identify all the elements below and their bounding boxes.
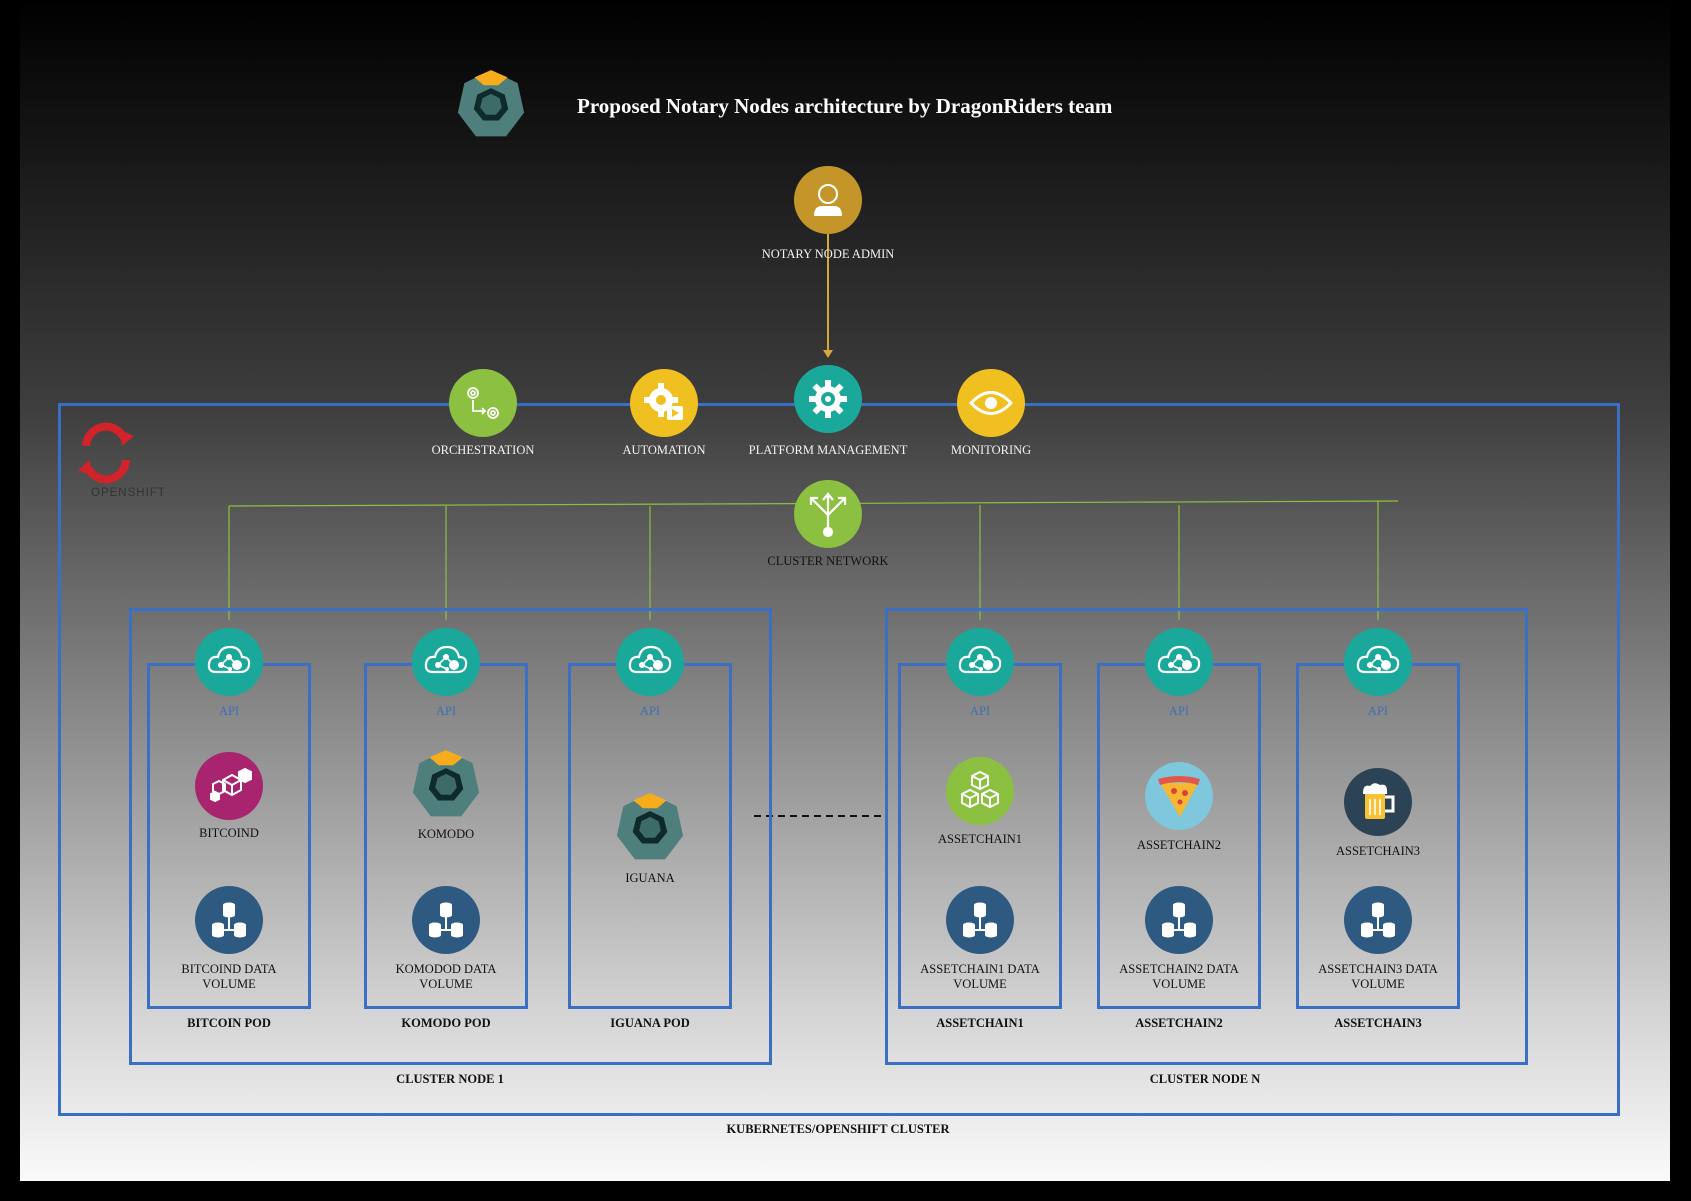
- assetchain2-pod-label: ASSETCHAIN2: [1135, 1016, 1223, 1030]
- komodo-api-label: API: [435, 704, 457, 718]
- admin-label: NOTARY NODE ADMIN: [761, 247, 895, 261]
- assetchain1-volume-database-icon: [946, 886, 1014, 954]
- assetchain2-volume-label: ASSETCHAIN2 DATA VOLUME: [1119, 962, 1239, 991]
- bitcoin-pod-label: BITCOIN POD: [187, 1016, 271, 1030]
- bitcoin-volume-database-icon: [195, 886, 263, 954]
- openshift-logo-text: OPENSHIFT: [91, 487, 166, 499]
- orchestration-icon: [449, 369, 517, 437]
- admin-user-icon: [794, 166, 862, 234]
- platform-management-label: PLATFORM MANAGEMENT: [748, 443, 908, 457]
- cluster-label: KUBERNETES/OPENSHIFT CLUSTER: [726, 1122, 950, 1136]
- assetchain3-beer-icon: [1344, 768, 1412, 836]
- platform-management-gear-icon: [794, 365, 862, 433]
- assetchain3-app-label: ASSETCHAIN3: [1335, 844, 1421, 858]
- assetchain1-api-cloud-icon: [946, 628, 1014, 696]
- monitoring-eye-icon: [957, 369, 1025, 437]
- bitcoin-volume-label: BITCOIND DATA VOLUME: [181, 962, 277, 991]
- assetchain1-volume-label: ASSETCHAIN1 DATA VOLUME: [920, 962, 1040, 991]
- assetchain3-volume-label: ASSETCHAIN3 DATA VOLUME: [1318, 962, 1438, 991]
- iguana-api-cloud-icon: [616, 628, 684, 696]
- cluster-network-icon: [794, 480, 862, 548]
- iguana-pod-label: IGUANA POD: [610, 1016, 690, 1030]
- cluster-network-label: CLUSTER NETWORK: [767, 554, 889, 568]
- iguana-komodo-logo-icon: [614, 791, 686, 863]
- automation-icon: [630, 369, 698, 437]
- iguana-api-label: API: [639, 704, 661, 718]
- assetchain2-volume-database-icon: [1145, 886, 1213, 954]
- automation-label: AUTOMATION: [622, 443, 706, 457]
- komodo-api-cloud-icon: [412, 628, 480, 696]
- orchestration-label: ORCHESTRATION: [431, 443, 535, 457]
- komodo-app-label: KOMODO: [417, 827, 475, 841]
- assetchain1-api-label: API: [969, 704, 991, 718]
- monitoring-label: MONITORING: [950, 443, 1032, 457]
- assetchain2-app-label: ASSETCHAIN2: [1136, 838, 1222, 852]
- assetchain1-app-label: ASSETCHAIN1: [937, 832, 1023, 846]
- cluster-node-1-label: CLUSTER NODE 1: [396, 1072, 504, 1086]
- openshift-logo-icon: [78, 422, 134, 484]
- bitcoin-api-label: API: [218, 704, 240, 718]
- iguana-app-label: IGUANA: [625, 871, 675, 885]
- cluster-node-n-label: CLUSTER NODE N: [1149, 1072, 1261, 1086]
- cluster-node-1-box: [129, 608, 772, 1065]
- assetchain1-pod-label: ASSETCHAIN1: [936, 1016, 1024, 1030]
- bitcoin-app-label: BITCOIND: [199, 826, 259, 840]
- komodo-volume-database-icon: [412, 886, 480, 954]
- diagram-canvas: Proposed Notary Nodes architecture by Dr…: [20, 0, 1670, 1181]
- assetchain1-cubes-icon: [946, 757, 1014, 825]
- komodo-volume-label: KOMODOD DATA VOLUME: [395, 962, 497, 991]
- bitcoin-api-cloud-icon: [195, 628, 263, 696]
- komodo-logo-icon: [410, 748, 482, 820]
- diagram-title: Proposed Notary Nodes architecture by Dr…: [577, 94, 1113, 118]
- assetchain2-api-cloud-icon: [1145, 628, 1213, 696]
- bitcoind-hexagon-cube-icon: [195, 752, 263, 820]
- assetchain3-pod-label: ASSETCHAIN3: [1334, 1016, 1422, 1030]
- admin-arrowhead: [823, 350, 833, 358]
- assetchain3-api-label: API: [1367, 704, 1389, 718]
- assetchain3-api-cloud-icon: [1344, 628, 1412, 696]
- komodo-pod-label: KOMODO POD: [401, 1016, 491, 1030]
- assetchain3-volume-database-icon: [1344, 886, 1412, 954]
- komodo-logo-icon: [457, 70, 525, 137]
- cluster-node-n-box: [885, 608, 1528, 1065]
- assetchain2-pizza-icon: [1145, 762, 1213, 830]
- assetchain2-api-label: API: [1168, 704, 1190, 718]
